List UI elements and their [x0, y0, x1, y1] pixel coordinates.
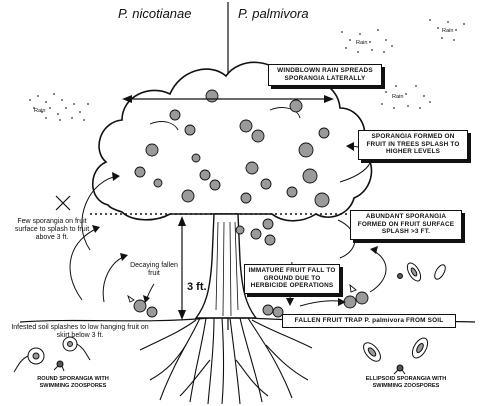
rain-label-left: Rain [34, 108, 46, 115]
tree-canopy [93, 62, 372, 220]
tree-roots [140, 318, 312, 404]
height-label: 3 ft. [187, 281, 207, 293]
rain-label-right: Rain [392, 94, 404, 101]
round-sporangia-label: ROUND SPORANGIA WITH SWIMMING ZOOSPORES [34, 376, 112, 389]
header-p-nicotianae: P. nicotianae [118, 6, 192, 21]
fallen-fruit-box: FALLEN FRUIT TRAP P. palmivora FROM SOIL [282, 314, 456, 328]
round-sporangia-icons [14, 337, 90, 372]
rain-label-far-right: Rain [442, 28, 454, 35]
trees-splash-box: SPORANGIA FORMED ON FRUIT IN TREES SPLAS… [358, 130, 468, 160]
ellipsoid-sporangia-label: ELLIPSOID SPORANGIA WITH SWIMMING ZOOSPO… [356, 376, 456, 389]
decaying-fruit-label: Decaying fallen fruit [126, 262, 182, 278]
rain-label-top: Rain [356, 40, 368, 47]
immature-box: IMMATURE FRUIT FALL TO GROUND DUE TO HER… [244, 264, 340, 294]
windblown-box: WINDBLOWN RAIN SPREADS SPORANGIA LATERAL… [268, 64, 382, 86]
header-p-palmivora: P. palmivora [238, 6, 309, 21]
infested-soil-label: Infested soil splashes to low hanging fr… [10, 324, 150, 340]
abundant-box: ABUNDANT SPORANGIA FORMED ON FRUIT SURFA… [350, 210, 462, 240]
few-sporangia-label: Few sporangia on fruit surface to splash… [6, 218, 98, 242]
